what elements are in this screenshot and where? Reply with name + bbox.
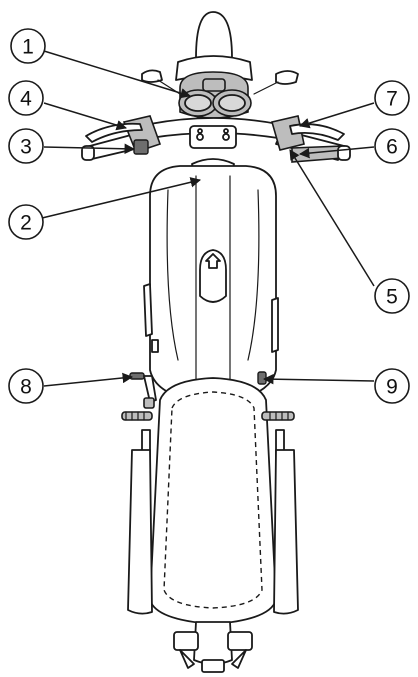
callout-7: 7 <box>375 81 409 115</box>
leader-7 <box>300 103 374 126</box>
seat <box>150 378 276 624</box>
callout-5-label: 5 <box>386 286 398 309</box>
left-handlebar-controls <box>82 116 160 160</box>
left-foot-control <box>122 373 156 420</box>
callout-2-label: 2 <box>20 212 32 235</box>
instrument-cluster <box>179 72 251 118</box>
callout-6: 6 <box>375 129 409 163</box>
callout-8: 8 <box>9 369 43 403</box>
callout-1: 1 <box>11 29 45 63</box>
callout-5: 5 <box>375 279 409 313</box>
motorcycle-illustration <box>82 12 350 672</box>
rear-tail-section <box>174 622 252 672</box>
callout-2: 2 <box>9 205 43 239</box>
callout-4-label: 4 <box>20 88 32 111</box>
leader-4 <box>44 103 126 128</box>
callout-9: 9 <box>375 369 409 403</box>
callout-3-label: 3 <box>20 136 32 159</box>
leader-8 <box>44 377 132 386</box>
callout-7-label: 7 <box>386 88 398 111</box>
callout-6-label: 6 <box>386 136 398 159</box>
leader-1 <box>44 51 190 96</box>
callout-1-label: 1 <box>22 36 34 59</box>
leader-9 <box>264 379 374 381</box>
callout-9-label: 9 <box>386 376 398 399</box>
leader-5 <box>290 150 374 286</box>
right-mirror <box>254 71 298 94</box>
callout-4: 4 <box>9 81 43 115</box>
callout-8-label: 8 <box>20 376 32 399</box>
callout-3: 3 <box>9 129 43 163</box>
front-fender <box>196 12 232 58</box>
